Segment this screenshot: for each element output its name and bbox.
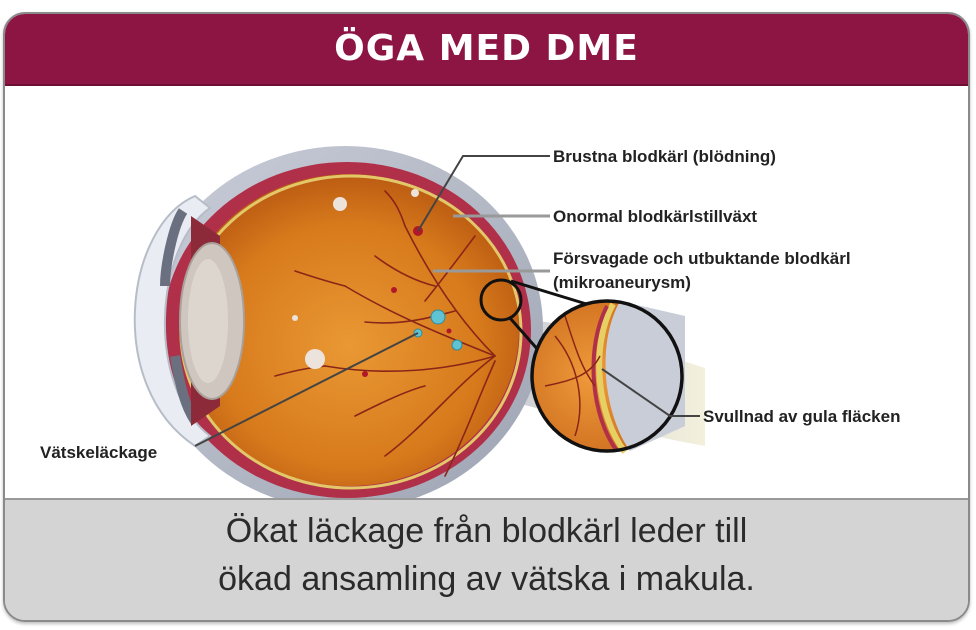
diagram-title: ÖGA MED DME <box>5 14 968 84</box>
label-microaneurysm-line1: Försvagade och utbuktande blodkärl <box>553 249 851 268</box>
label-macular-swelling: Svullnad av gula fläcken <box>703 407 900 426</box>
caption-line-1: Ökat läckage från blodkärl leder till <box>5 512 968 551</box>
label-neovascularization: Onormal blodkärlstillväxt <box>553 207 757 226</box>
macula-zoom-view <box>532 301 685 452</box>
title-banner: ÖGA MED DME <box>5 14 968 86</box>
caption-line-2: ökad ansamling av vätska i makula. <box>5 560 968 599</box>
label-hemorrhage: Brustna blodkärl (blödning) <box>553 147 776 166</box>
caption-panel: Ökat läckage från blodkärl leder till ök… <box>5 498 968 622</box>
eye-diagram: Brustna blodkärl (blödning) Onormal blod… <box>5 86 968 498</box>
label-fluid-leakage: Vätskeläckage <box>40 443 157 462</box>
label-microaneurysm-line2: (mikroaneurysm) <box>553 273 691 292</box>
dme-infographic-card: ÖGA MED DME <box>3 12 970 622</box>
